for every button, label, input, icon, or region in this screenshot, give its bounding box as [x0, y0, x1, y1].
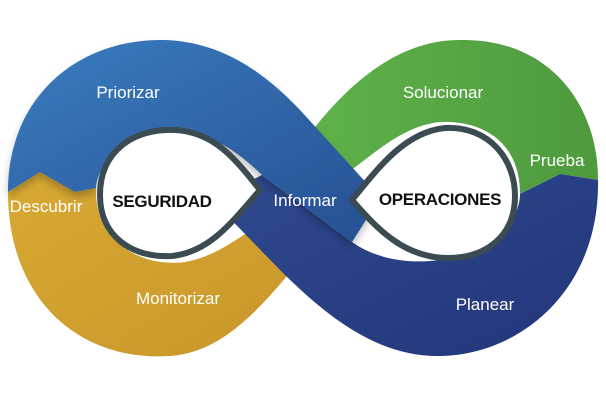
label-prueba: Prueba — [530, 151, 585, 170]
label-monitorizar: Monitorizar — [136, 289, 220, 308]
right-hole — [348, 124, 519, 262]
left-hole — [96, 126, 264, 260]
right-hub-label: OPERACIONES — [379, 190, 501, 209]
label-solucionar: Solucionar — [403, 83, 484, 102]
navy-segment — [212, 174, 599, 357]
blue-segment — [8, 39, 380, 242]
label-informar: Informar — [273, 191, 337, 210]
label-priorizar: Priorizar — [96, 83, 160, 102]
label-planear: Planear — [456, 295, 515, 314]
left-hub-label: SEGURIDAD — [112, 192, 211, 211]
label-descubrir: Descubrir — [10, 197, 83, 216]
gold-segment — [8, 172, 318, 357]
green-segment — [305, 39, 598, 195]
